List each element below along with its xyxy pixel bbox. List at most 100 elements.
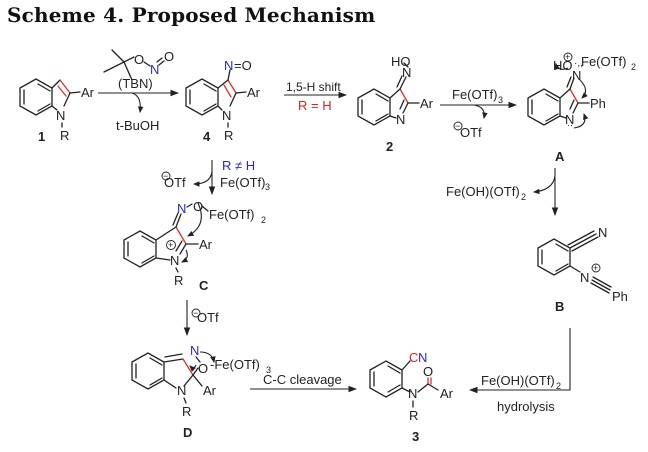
byproduct-tbuoh: t-BuOH <box>116 118 159 133</box>
label-A: A <box>555 149 565 164</box>
atom-label: N <box>170 253 179 268</box>
bond <box>387 384 401 393</box>
atom-label: Fe(OTf) <box>581 54 627 69</box>
label-1: 1 <box>38 129 45 144</box>
charge-circle <box>591 263 601 273</box>
atom-label: R <box>60 128 69 143</box>
label-D: D <box>183 425 192 440</box>
curly-arrow <box>187 202 202 237</box>
atom-label: =O <box>234 58 252 73</box>
bond <box>567 230 595 246</box>
cond-cc-cleavage: C-C cleavage <box>263 372 342 387</box>
tbn-n: N <box>150 62 159 77</box>
bond <box>375 93 389 102</box>
bond <box>103 61 125 73</box>
bond <box>229 92 237 107</box>
bond <box>375 113 389 122</box>
bond <box>592 276 612 288</box>
charge-circle <box>453 121 463 131</box>
bond <box>156 57 163 63</box>
label-3: 3 <box>412 429 419 444</box>
bond <box>175 240 183 252</box>
curly-arrow <box>199 351 216 364</box>
bond <box>143 61 151 67</box>
curly-arrow <box>554 62 569 71</box>
compound-A: HO + ·,, Fe(OTf) 2 N N ·· Ph A <box>527 52 636 164</box>
bond <box>399 99 405 110</box>
bond <box>155 226 177 241</box>
bond <box>399 88 409 104</box>
bond <box>155 257 171 261</box>
atom-label: 3 <box>498 95 503 105</box>
bond <box>389 88 401 99</box>
bond <box>527 88 561 126</box>
atom-label: Ar <box>203 383 217 398</box>
curly-arrow <box>192 171 213 187</box>
bond <box>164 353 183 358</box>
curly-arrow <box>573 112 589 129</box>
scheme-title: Scheme 4. Proposed Mechanism <box>7 3 376 27</box>
bond <box>559 88 571 99</box>
atom-label: C <box>409 350 418 365</box>
atom-label: + <box>565 52 570 62</box>
bond <box>69 91 81 94</box>
curly-arrow <box>181 249 189 263</box>
atom-label: R ≠ H <box>222 158 255 173</box>
bond <box>111 49 125 63</box>
bond <box>59 79 71 94</box>
bond <box>123 230 157 268</box>
bond <box>590 282 610 294</box>
bond <box>203 83 217 92</box>
atom-label: 2 <box>556 381 561 391</box>
atom-label: OTf <box>197 310 219 325</box>
atom-label: 3 <box>265 182 270 192</box>
bond <box>183 374 194 387</box>
atom-label: Ph <box>612 289 628 304</box>
bond <box>57 85 67 97</box>
bond <box>401 360 411 371</box>
cond-tbn: (TBN) <box>118 76 153 91</box>
tbn-structure: O N O <box>103 49 174 81</box>
atom-label: 2 <box>631 62 636 72</box>
atom-label: Ph <box>590 96 606 111</box>
bond <box>163 379 177 389</box>
atom-label: 2 <box>261 215 266 225</box>
bond <box>37 103 51 112</box>
atom-label: O <box>193 199 203 214</box>
cond-feohotf2: Fe(OH)(OTf) <box>481 373 555 388</box>
label-2: 2 <box>386 139 393 154</box>
atom-label: 1,5-H shift <box>286 80 341 94</box>
charge-circle <box>563 52 573 62</box>
bond <box>182 358 194 376</box>
bond <box>555 243 569 252</box>
bond <box>192 374 203 387</box>
arrow-B-to-3 <box>468 328 571 394</box>
bond <box>559 115 567 119</box>
atom-label: N <box>572 68 581 83</box>
bond <box>158 60 165 66</box>
bond <box>227 69 231 81</box>
bond <box>369 360 403 398</box>
byproduct-feohotf2: Fe(OH)(OTf) <box>446 184 520 199</box>
charge-circle <box>161 171 171 181</box>
bond <box>571 236 599 252</box>
compound-C: N O Fe(OTf) 2 Ar + N R C <box>123 199 266 293</box>
bond <box>123 61 133 81</box>
label-C: C <box>199 278 209 293</box>
curly-arrow <box>473 104 488 120</box>
bond <box>149 377 163 386</box>
bond <box>175 226 187 245</box>
bond <box>427 383 439 391</box>
bond <box>569 233 597 249</box>
atom-label: − <box>163 171 168 181</box>
atom-label: ·· <box>567 120 573 130</box>
atom-label: R = H <box>298 98 332 113</box>
bond <box>417 383 429 393</box>
bond <box>51 79 61 89</box>
bond <box>203 103 217 112</box>
bond <box>401 387 411 393</box>
atom-label: Ar <box>199 237 213 252</box>
atom-label: N <box>56 108 65 123</box>
bond <box>19 78 53 116</box>
